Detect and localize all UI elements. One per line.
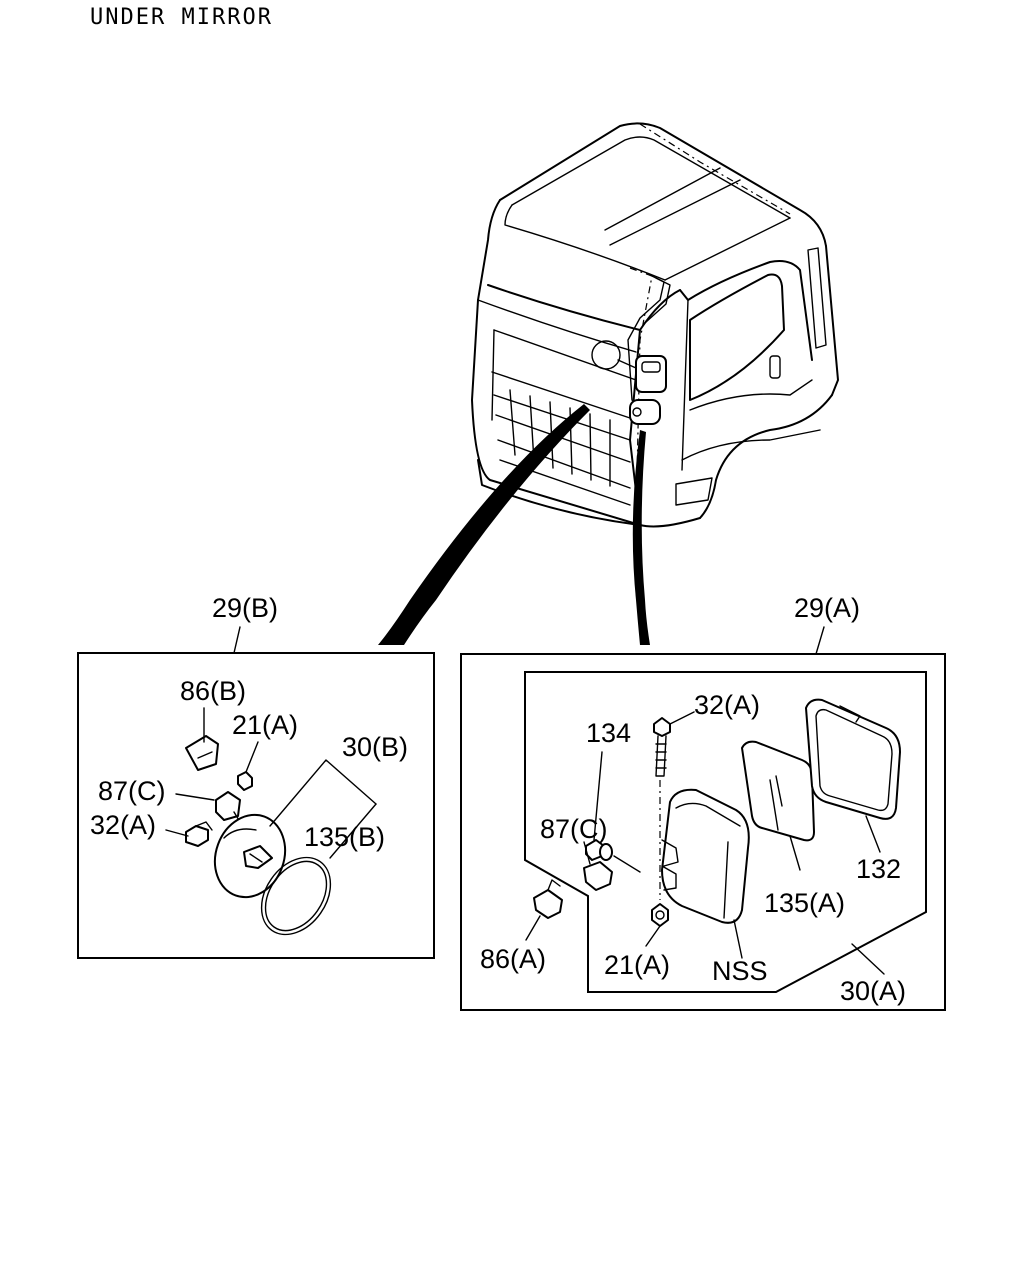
label-30a: 30(A)	[840, 976, 906, 1006]
label-134: 134	[586, 718, 631, 748]
detail-box-29a: 29(A) 30(A) 32(A) 134 87(C)	[460, 593, 946, 1011]
detail-box-29b: 29(B) 86(B) 21(A) 87(C) 32(A)	[77, 593, 435, 959]
truck-cab-illustration	[378, 122, 839, 645]
label-132: 132	[856, 854, 901, 884]
label-86a: 86(A)	[480, 944, 546, 974]
label-86b: 86(B)	[180, 676, 246, 706]
label-32a-left: 32(A)	[90, 810, 156, 840]
label-nss: NSS	[712, 956, 768, 986]
label-87c-right: 87(C)	[540, 814, 608, 844]
label-32a-right: 32(A)	[694, 690, 760, 720]
label-21a-right: 21(A)	[604, 950, 670, 980]
label-29a: 29(A)	[794, 593, 860, 623]
label-21a-left: 21(A)	[232, 710, 298, 740]
label-135b: 135(B)	[304, 822, 385, 852]
label-29b: 29(B)	[212, 593, 278, 623]
label-30b: 30(B)	[342, 732, 408, 762]
label-135a: 135(A)	[764, 888, 845, 918]
label-87c-left: 87(C)	[98, 776, 166, 806]
diagram-title: UNDER MIRROR	[90, 5, 273, 30]
